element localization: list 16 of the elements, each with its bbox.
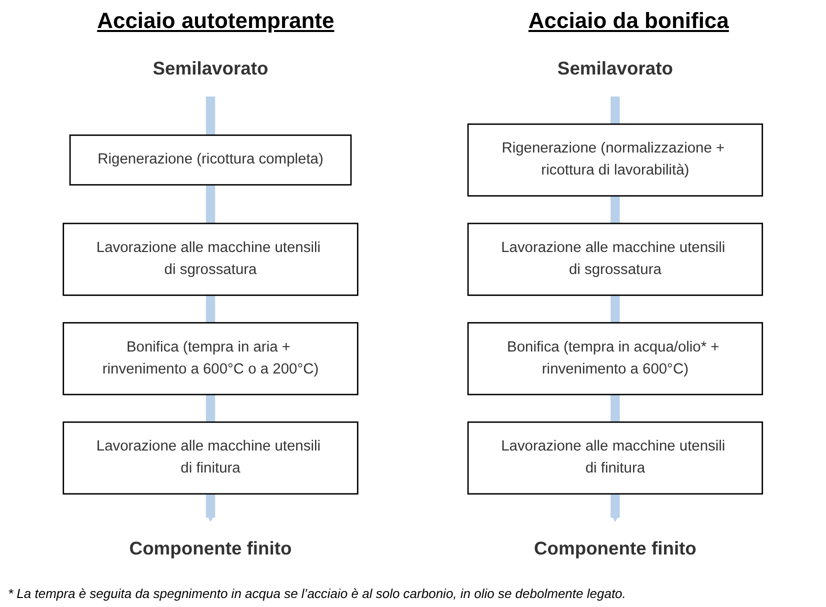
node-box: Rigenerazione (normalizzazione + ricottura di lavorabilità) <box>467 123 764 197</box>
node-box: Rigenerazione (ricottura completa) <box>70 134 352 186</box>
column-heading: Acciaio da bonifica <box>528 8 729 34</box>
node-box: Bonifica (tempra in acqua/olio* + rinvenimento a 600°C) <box>467 322 764 396</box>
node-text: Semilavorato <box>152 58 268 80</box>
node-box: Lavorazione alle macchine utensili di finitura <box>62 421 358 495</box>
node-text: Componente finito <box>534 538 697 560</box>
node-box: Lavorazione alle macchine utensili di finitura <box>467 421 764 495</box>
node-text: Semilavorato <box>558 58 674 80</box>
node-box: Bonifica (tempra in aria + rinvenimento a 600°C o a 200°C) <box>62 322 358 396</box>
node-box: Lavorazione alle macchine utensili di sgrossatura <box>467 222 764 296</box>
column-heading: Acciaio autotemprante <box>97 8 334 34</box>
footnote: * La tempra è seguita da spegnimento in acqua se l’acciaio è al solo carbonio, in olio se debolmente legato. <box>8 586 626 601</box>
node-text: Componente finito <box>129 538 292 560</box>
node-box: Lavorazione alle macchine utensili di sgrossatura <box>62 222 358 296</box>
connector <box>206 94 216 136</box>
